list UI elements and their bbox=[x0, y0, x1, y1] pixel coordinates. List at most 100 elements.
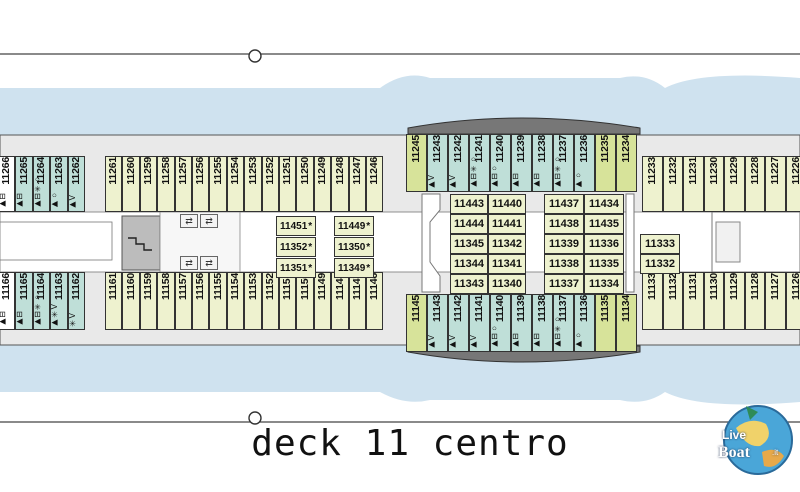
cabin-11349[interactable]: 11349 bbox=[334, 258, 374, 278]
cabin-11266[interactable]: 11266▶⊟ bbox=[0, 156, 16, 212]
cabin-11335[interactable]: 11335 bbox=[584, 254, 624, 274]
cabin-11141[interactable]: 11141▶V bbox=[469, 294, 490, 352]
cabin-11130[interactable]: 11130 bbox=[703, 272, 724, 330]
cabin-11239[interactable]: 11239▶⊟ bbox=[511, 134, 532, 192]
cabin-11153[interactable]: 11153 bbox=[244, 272, 262, 330]
cabin-11158[interactable]: 11158 bbox=[157, 272, 175, 330]
cabin-11132[interactable]: 11132 bbox=[662, 272, 683, 330]
cabin-11231[interactable]: 11231 bbox=[683, 156, 704, 212]
cabin-11129[interactable]: 11129 bbox=[724, 272, 745, 330]
cabin-11343[interactable]: 11343 bbox=[450, 274, 488, 294]
cabin-11138[interactable]: 11138▶⊟ bbox=[532, 294, 553, 352]
cabin-11338[interactable]: 11338 bbox=[544, 254, 584, 274]
cabin-11234[interactable]: 11234 bbox=[616, 134, 637, 192]
cabin-11253[interactable]: 11253 bbox=[244, 156, 262, 212]
cabin-11159[interactable]: 11159 bbox=[139, 272, 158, 330]
cabin-11245[interactable]: 11245 bbox=[406, 134, 427, 192]
cabin-11257[interactable]: 11257 bbox=[174, 156, 192, 212]
cabin-11332[interactable]: 11332 bbox=[640, 254, 680, 274]
cabin-11434[interactable]: 11434 bbox=[584, 194, 624, 214]
cabin-11154[interactable]: 11154 bbox=[226, 272, 245, 330]
cabin-11136[interactable]: 11136▶○ bbox=[574, 294, 595, 352]
cabin-11337[interactable]: 11337 bbox=[544, 274, 584, 294]
cabin-11229[interactable]: 11229 bbox=[724, 156, 745, 212]
cabin-11440[interactable]: 11440 bbox=[488, 194, 526, 214]
cabin-11163[interactable]: 11163▶✳V bbox=[50, 272, 68, 330]
cabin-11438[interactable]: 11438 bbox=[544, 214, 584, 234]
cabin-11128[interactable]: 11128 bbox=[744, 272, 765, 330]
cabin-11149[interactable]: 11149 bbox=[313, 272, 332, 330]
cabin-11139[interactable]: 11139▶⊟ bbox=[511, 294, 532, 352]
cabin-11133[interactable]: 11133 bbox=[642, 272, 663, 330]
cabin-11242[interactable]: 11242▶V bbox=[448, 134, 469, 192]
cabin-11236[interactable]: 11236▶○ bbox=[574, 134, 595, 192]
cabin-11243[interactable]: 11243▶V bbox=[427, 134, 448, 192]
cabin-11157[interactable]: 11157 bbox=[174, 272, 192, 330]
cabin-11262[interactable]: 11262▶V bbox=[67, 156, 85, 212]
cabin-11336[interactable]: 11336 bbox=[584, 234, 624, 254]
cabin-11140[interactable]: 11140▶⊟○ bbox=[490, 294, 511, 352]
cabin-11241[interactable]: 11241▶⊟✳○ bbox=[469, 134, 490, 192]
cabin-11126[interactable]: 11126 bbox=[785, 272, 800, 330]
cabin-11127[interactable]: 11127 bbox=[765, 272, 786, 330]
cabin-11443[interactable]: 11443 bbox=[450, 194, 488, 214]
cabin-11156[interactable]: 11156 bbox=[192, 272, 210, 330]
cabin-11255[interactable]: 11255 bbox=[209, 156, 227, 212]
cabin-11151[interactable]: 11151 bbox=[279, 272, 297, 330]
cabin-11227[interactable]: 11227 bbox=[765, 156, 786, 212]
cabin-11143[interactable]: 11143▶V bbox=[427, 294, 448, 352]
cabin-11235[interactable]: 11235 bbox=[595, 134, 616, 192]
cabin-11339[interactable]: 11339 bbox=[544, 234, 584, 254]
cabin-11233[interactable]: 11233 bbox=[642, 156, 663, 212]
cabin-11246[interactable]: 11246 bbox=[366, 156, 384, 212]
cabin-11340[interactable]: 11340 bbox=[488, 274, 526, 294]
cabin-11254[interactable]: 11254 bbox=[226, 156, 245, 212]
cabin-11265[interactable]: 11265▶⊟ bbox=[15, 156, 33, 212]
cabin-11352[interactable]: 11352 bbox=[276, 237, 316, 257]
cabin-11263[interactable]: 11263▶○ bbox=[50, 156, 68, 212]
cabin-11350[interactable]: 11350 bbox=[334, 237, 374, 257]
cabin-11160[interactable]: 11160 bbox=[122, 272, 140, 330]
cabin-11441[interactable]: 11441 bbox=[488, 214, 526, 234]
cabin-11351[interactable]: 11351 bbox=[276, 258, 316, 278]
cabin-11259[interactable]: 11259 bbox=[139, 156, 158, 212]
cabin-11135[interactable]: 11135 bbox=[595, 294, 616, 352]
cabin-11164[interactable]: 11164▶⊟✳○ bbox=[32, 272, 51, 330]
cabin-11444[interactable]: 11444 bbox=[450, 214, 488, 234]
cabin-11226[interactable]: 11226 bbox=[785, 156, 800, 212]
cabin-11134[interactable]: 11134 bbox=[616, 294, 637, 352]
cabin-11264[interactable]: 11264▶⊟✳○ bbox=[32, 156, 51, 212]
cabin-11437[interactable]: 11437 bbox=[544, 194, 584, 214]
cabin-11162[interactable]: 11162✳V bbox=[67, 272, 85, 330]
cabin-11240[interactable]: 11240▶⊟○ bbox=[490, 134, 511, 192]
cabin-11232[interactable]: 11232 bbox=[662, 156, 683, 212]
cabin-11146[interactable]: 11146 bbox=[366, 272, 384, 330]
cabin-11260[interactable]: 11260 bbox=[122, 156, 140, 212]
cabin-11137[interactable]: 11137▶⊟✳○ bbox=[553, 294, 574, 352]
cabin-11345[interactable]: 11345 bbox=[450, 234, 488, 254]
cabin-11258[interactable]: 11258 bbox=[157, 156, 175, 212]
cabin-11261[interactable]: 11261 bbox=[105, 156, 123, 212]
cabin-11150[interactable]: 11150 bbox=[296, 272, 314, 330]
cabin-11449[interactable]: 11449 bbox=[334, 216, 374, 236]
cabin-11341[interactable]: 11341 bbox=[488, 254, 526, 274]
cabin-11228[interactable]: 11228 bbox=[744, 156, 765, 212]
cabin-11166[interactable]: 11166▶⊟ bbox=[0, 272, 16, 330]
cabin-11152[interactable]: 11152 bbox=[261, 272, 279, 330]
cabin-11451[interactable]: 11451 bbox=[276, 216, 316, 236]
cabin-11148[interactable]: 11148 bbox=[331, 272, 349, 330]
cabin-11131[interactable]: 11131 bbox=[683, 272, 704, 330]
cabin-11251[interactable]: 11251 bbox=[279, 156, 297, 212]
cabin-11248[interactable]: 11248 bbox=[331, 156, 349, 212]
cabin-11247[interactable]: 11247 bbox=[348, 156, 366, 212]
cabin-11435[interactable]: 11435 bbox=[584, 214, 624, 234]
cabin-11147[interactable]: 11147 bbox=[348, 272, 366, 330]
cabin-11145[interactable]: 11145 bbox=[406, 294, 427, 352]
cabin-11142[interactable]: 11142▶V bbox=[448, 294, 469, 352]
cabin-11256[interactable]: 11256 bbox=[192, 156, 210, 212]
cabin-11161[interactable]: 11161 bbox=[105, 272, 123, 330]
cabin-11252[interactable]: 11252 bbox=[261, 156, 279, 212]
cabin-11334[interactable]: 11334 bbox=[584, 274, 624, 294]
cabin-11250[interactable]: 11250 bbox=[296, 156, 314, 212]
cabin-11342[interactable]: 11342 bbox=[488, 234, 526, 254]
